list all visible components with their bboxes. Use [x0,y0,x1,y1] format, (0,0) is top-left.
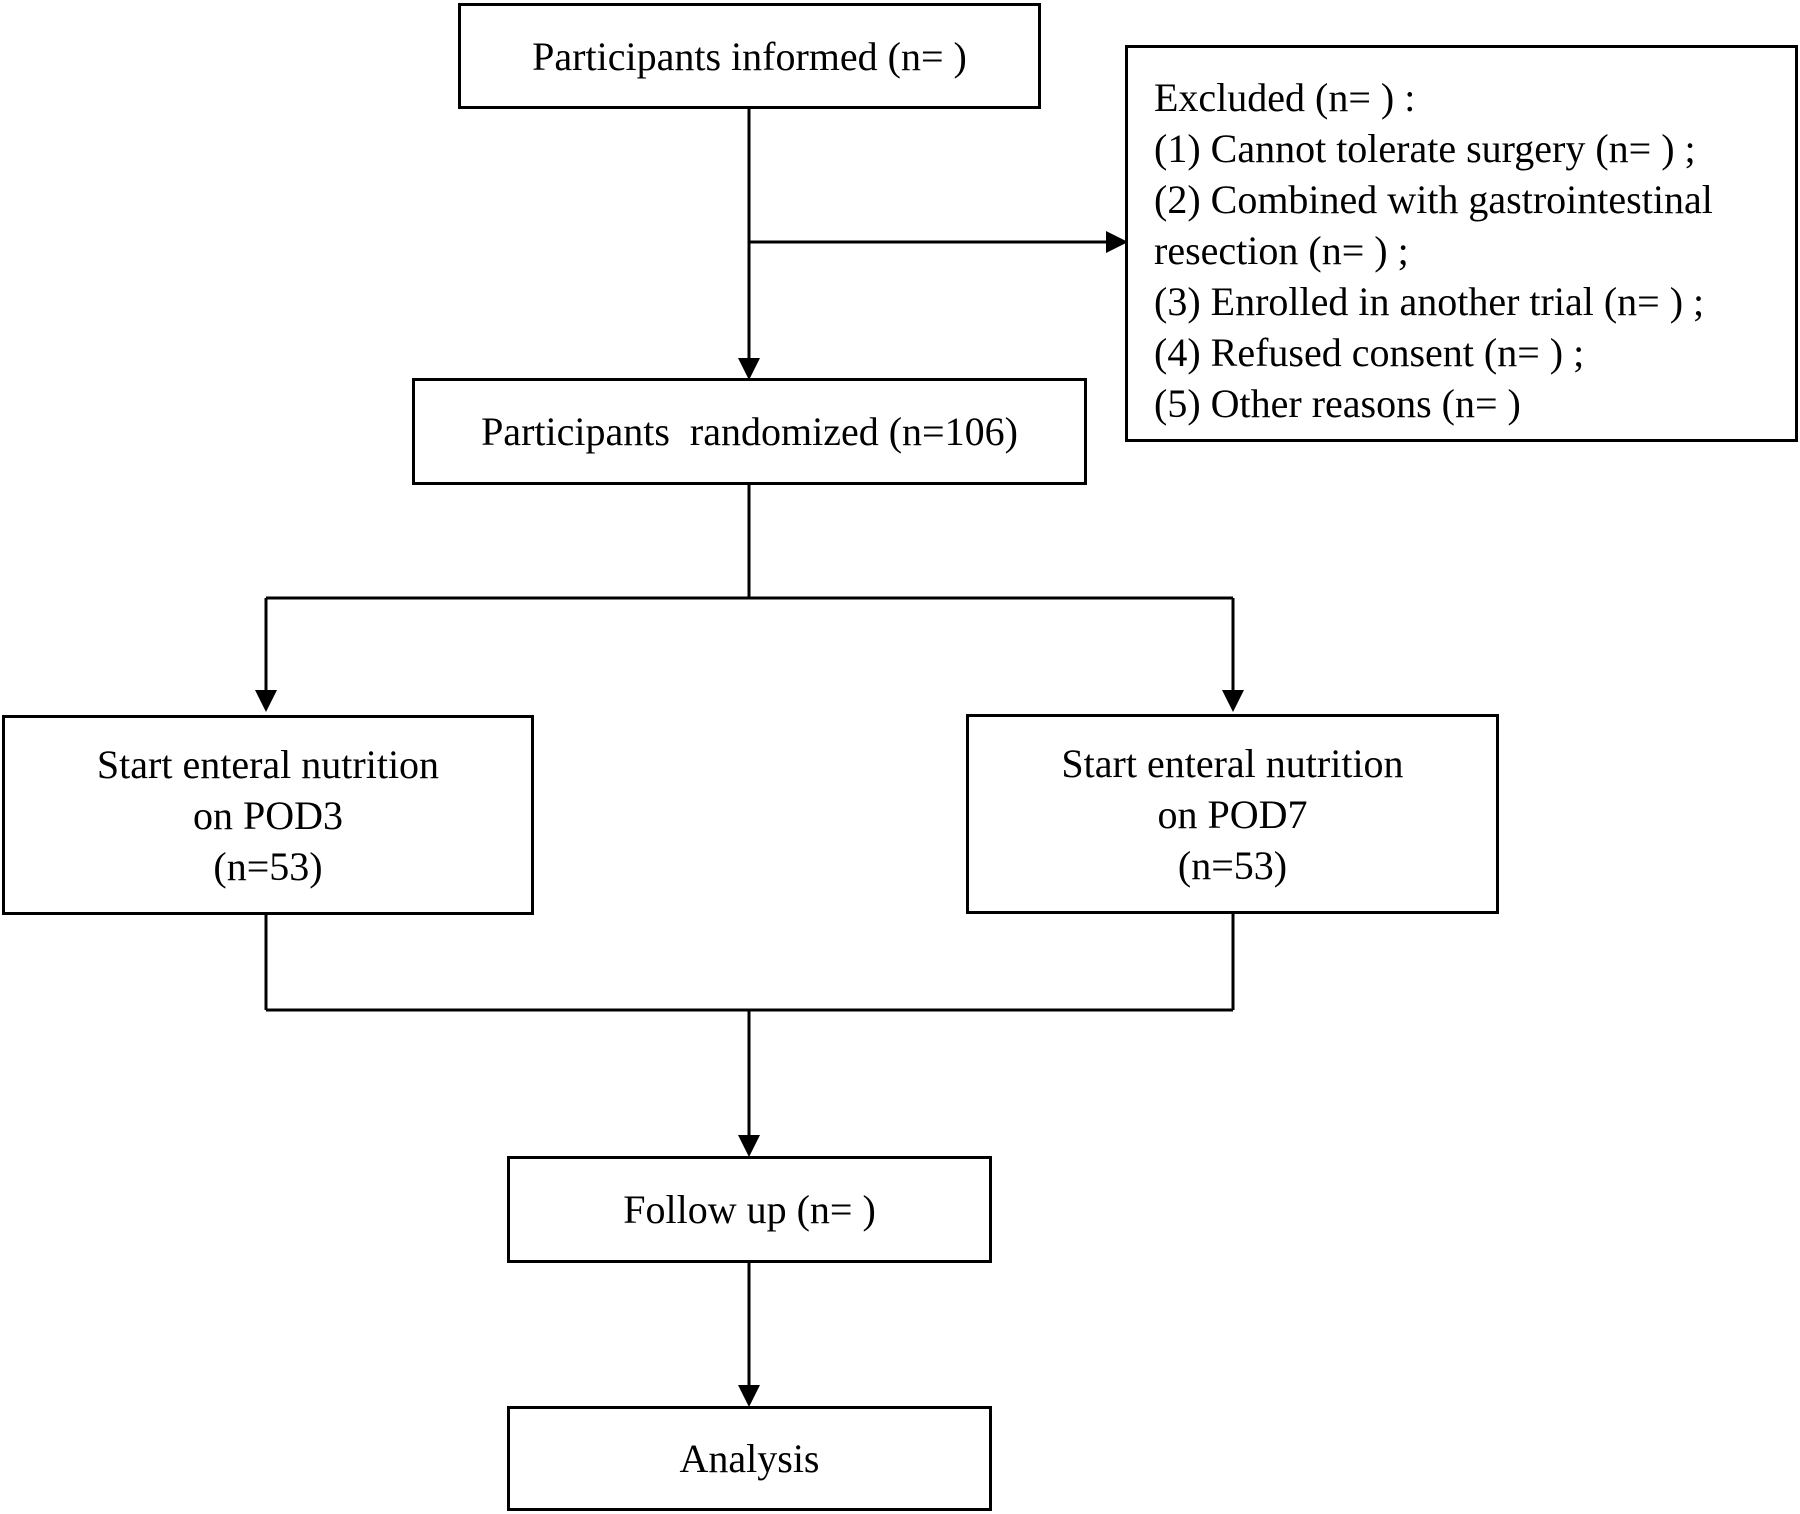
excluded-title: Excluded (n= ) : [1154,75,1416,120]
arm-box-pod7: Start enteral nutrition on POD7 (n=53) [966,714,1499,914]
arrowhead-analysis [738,1385,760,1407]
analysis-label: Analysis [679,1436,820,1481]
analysis-box: Analysis [507,1406,992,1511]
arm-box-pod3: Start enteral nutrition on POD3 (n=53) [2,715,534,915]
randomized-box: Participants randomized (n=106) [412,378,1087,485]
arrowhead-excluded [1106,231,1128,253]
arrowhead-follow-up [738,1135,760,1157]
informed-label: Participants informed (n= ) [532,33,967,79]
follow-up-box: Follow up (n= ) [507,1156,992,1263]
arm-label-line2: on POD7 [1157,791,1308,837]
arrowhead-arm-left [255,690,277,712]
arm-label-line1: Start enteral nutrition [96,741,440,787]
excluded-reason: (2) Combined with gastrointestinal [1154,177,1713,222]
follow-up-label: Follow up (n= ) [623,1187,876,1232]
excluded-reason: (1) Cannot tolerate surgery (n= ) ; [1154,126,1696,171]
arrowhead-randomized [738,358,760,380]
excluded-reason: resection (n= ) ; [1154,228,1409,273]
excluded-reason: (3) Enrolled in another trial (n= ) ; [1154,279,1705,324]
randomized-label: Participants randomized (n=106) [481,409,1018,454]
arm-count: (n=53) [1177,842,1288,888]
arm-count: (n=53) [213,843,323,889]
arrowhead-arm-right [1222,690,1244,712]
arm-label-line2: on POD3 [192,792,344,838]
excluded-reason: (4) Refused consent (n= ) ; [1154,330,1585,375]
excluded-reason: (5) Other reasons (n= ) [1154,381,1521,426]
informed-box: Participants informed (n= ) [458,3,1041,109]
arm-label-line1: Start enteral nutrition [1061,740,1404,786]
excluded-box: Excluded (n= ) : (1) Cannot tolerate sur… [1125,45,1798,442]
